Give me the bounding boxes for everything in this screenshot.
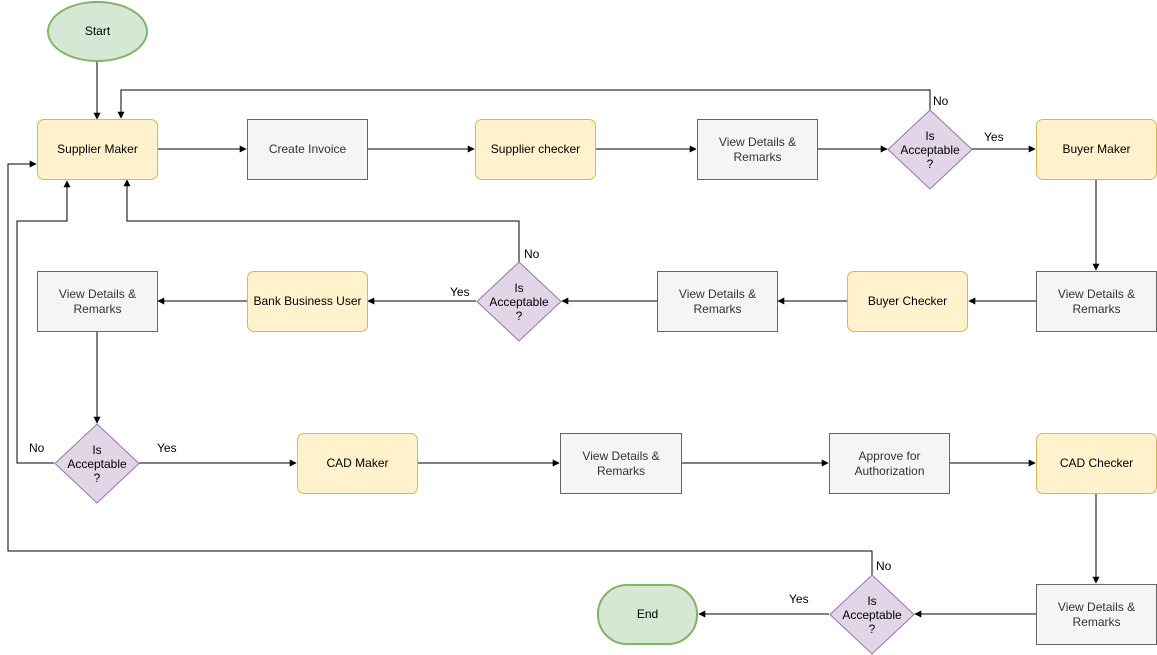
view-details-node-2[interactable]: View Details & Remarks bbox=[1036, 271, 1157, 332]
approve-for-authorization-node[interactable]: Approve for Authorization bbox=[829, 433, 950, 494]
view-details-label-4: View Details & Remarks bbox=[58, 286, 137, 316]
cad-maker-node[interactable]: CAD Maker bbox=[297, 433, 418, 494]
decision-node-2[interactable]: Is Acceptable ? bbox=[476, 261, 562, 342]
supplier-maker-node[interactable]: Supplier Maker bbox=[37, 119, 158, 180]
edge-label-d1-yes: Yes bbox=[984, 130, 1004, 144]
edge-label-d4-no: No bbox=[876, 559, 892, 573]
edge-label-d1-no: No bbox=[933, 94, 949, 108]
edge-label-d2-no: No bbox=[524, 247, 540, 261]
view-details-label-5: View Details & Remarks bbox=[582, 448, 660, 478]
decision-shape-4 bbox=[829, 574, 915, 655]
decision-node-4[interactable]: Is Acceptable ? bbox=[829, 574, 915, 655]
view-details-node-6[interactable]: View Details & Remarks bbox=[1036, 584, 1157, 645]
create-invoice-label: Create Invoice bbox=[268, 142, 347, 156]
view-details-label-6: View Details & Remarks bbox=[1057, 599, 1136, 629]
edge-decision-4-no bbox=[7, 160, 873, 575]
buyer-checker-node[interactable]: Buyer Checker bbox=[847, 271, 968, 332]
view-details-label-1: View Details & Remarks bbox=[718, 134, 797, 164]
edge-label-d3-yes: Yes bbox=[157, 441, 177, 455]
supplier-maker-label: Supplier Maker bbox=[57, 142, 138, 156]
decision-label-4: Is Acceptable ? bbox=[842, 593, 902, 636]
edge-label-d4-yes: Yes bbox=[789, 592, 809, 606]
view-details-label-2: View Details & Remarks bbox=[1057, 286, 1136, 316]
decision-label-3: Is Acceptable ? bbox=[67, 442, 127, 485]
bank-business-user-node[interactable]: Bank Business User bbox=[247, 271, 368, 332]
cad-checker-node[interactable]: CAD Checker bbox=[1036, 433, 1157, 494]
end-label: End bbox=[636, 607, 659, 621]
view-details-node-3[interactable]: View Details & Remarks bbox=[657, 271, 778, 332]
start-node[interactable]: Start bbox=[47, 1, 148, 62]
edge-decision-1-no bbox=[117, 89, 931, 119]
view-details-label-3: View Details & Remarks bbox=[678, 286, 757, 316]
view-details-node-4[interactable]: View Details & Remarks bbox=[37, 271, 158, 332]
buyer-maker-label: Buyer Maker bbox=[1062, 142, 1131, 156]
create-invoice-node[interactable]: Create Invoice bbox=[247, 119, 368, 180]
decision-shape-2 bbox=[476, 261, 562, 342]
decision-shape-3 bbox=[54, 423, 140, 504]
edge-decision-3-no bbox=[16, 180, 71, 464]
bank-business-user-label: Bank Business User bbox=[253, 294, 362, 308]
end-node[interactable]: End bbox=[597, 584, 698, 645]
supplier-checker-node[interactable]: Supplier checker bbox=[475, 119, 596, 180]
decision-label-1: Is Acceptable ? bbox=[900, 128, 960, 171]
supplier-checker-label: Supplier checker bbox=[490, 142, 581, 156]
cad-maker-label: CAD Maker bbox=[326, 456, 389, 470]
cad-checker-label: CAD Checker bbox=[1059, 456, 1134, 470]
decision-shape-1 bbox=[887, 109, 973, 190]
decision-label-2: Is Acceptable ? bbox=[489, 280, 549, 323]
decision-node-1[interactable]: Is Acceptable ? bbox=[887, 109, 973, 190]
buyer-maker-node[interactable]: Buyer Maker bbox=[1036, 119, 1157, 180]
view-details-node-5[interactable]: View Details & Remarks bbox=[560, 433, 682, 494]
start-label: Start bbox=[84, 24, 111, 38]
decision-node-3[interactable]: Is Acceptable ? bbox=[54, 423, 140, 504]
edge-decision-2-no bbox=[123, 179, 520, 262]
edge-label-d2-yes: Yes bbox=[450, 285, 470, 299]
buyer-checker-label: Buyer Checker bbox=[867, 294, 948, 308]
approve-for-authorization-label: Approve for Authorization bbox=[854, 448, 925, 478]
edge-label-d3-no: No bbox=[29, 441, 45, 455]
view-details-node-1[interactable]: View Details & Remarks bbox=[697, 119, 818, 180]
